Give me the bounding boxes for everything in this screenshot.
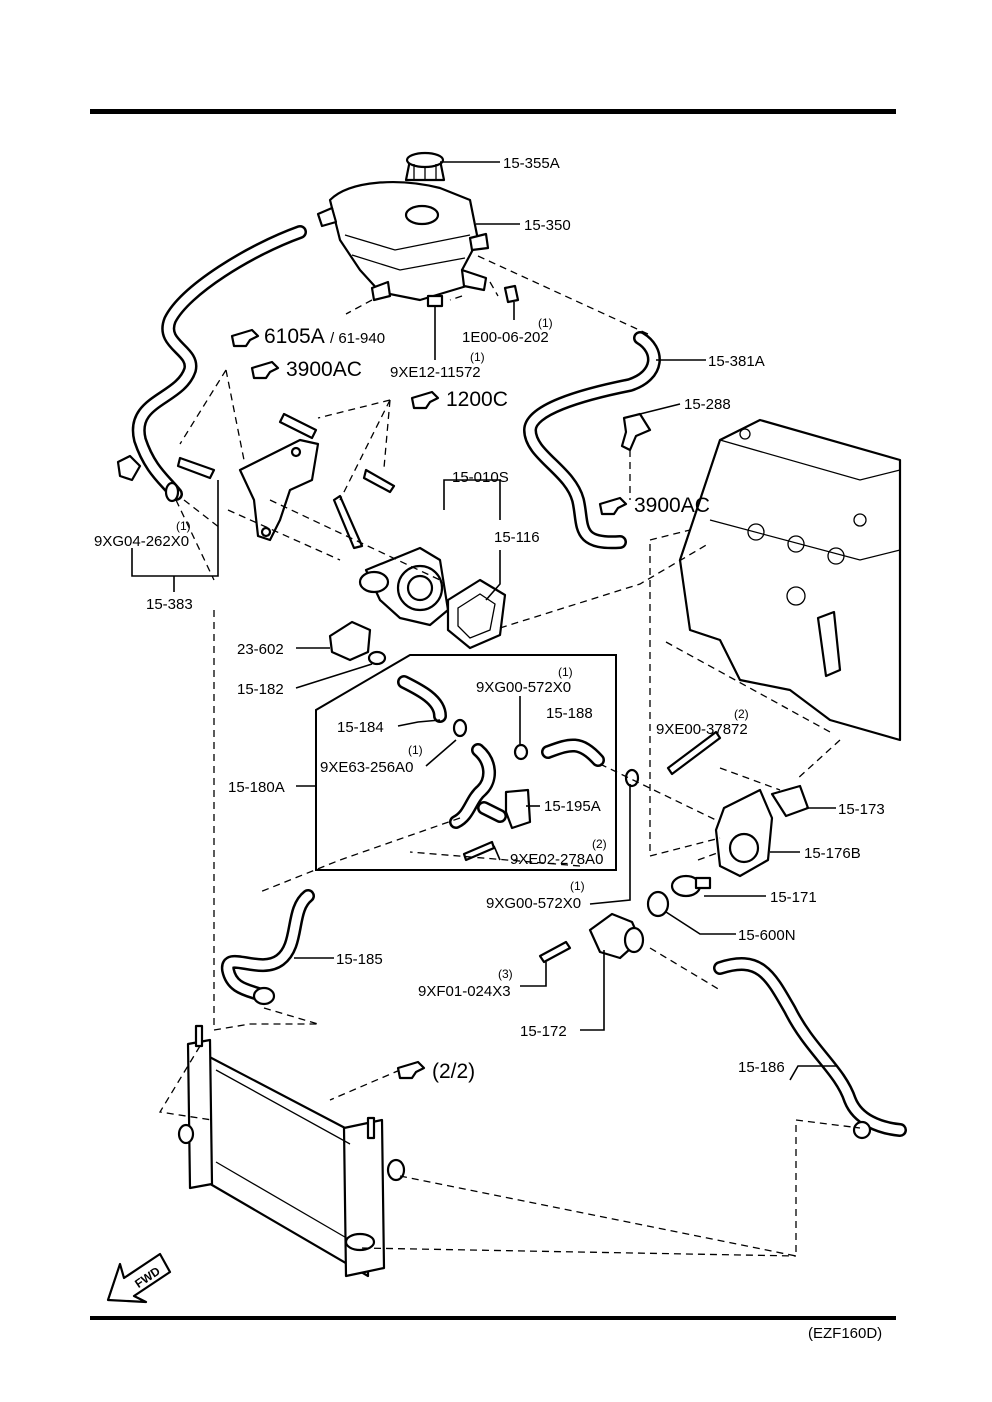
coolant-reservoir: [316, 181, 490, 302]
qty-9XE63-256A0: (1): [408, 743, 423, 757]
hose-15-381A: [523, 331, 661, 550]
label-15-381A: 15-381A: [708, 353, 765, 370]
radiator: [177, 1024, 406, 1278]
top-rule: [90, 109, 896, 114]
hose-15-185: [220, 889, 315, 1003]
hose-15-186: [713, 957, 907, 1137]
label-9XG00-572X0-b: 9XG00-572X0: [486, 895, 581, 912]
label-23-602: 23-602: [237, 641, 284, 658]
ref-label-2-2: (2/2): [432, 1060, 475, 1083]
qty-9XG04-262X0: (1): [176, 519, 191, 533]
pointing-hand-icon: [410, 390, 440, 410]
label-15-180A: 15-180A: [228, 779, 285, 796]
qty-9XE12-11572: (1): [470, 350, 485, 364]
hose-15-184: [397, 675, 447, 723]
qty-9XE00-37872: (2): [734, 707, 749, 721]
ref-label-3900AC-b: 3900AC: [634, 494, 710, 517]
ref-3900AC-a: 3900AC: [250, 358, 362, 381]
label-15-186: 15-186: [738, 1059, 785, 1076]
qty-9XE02-278A0: (2): [592, 837, 607, 851]
water-pump-gasket: [446, 578, 507, 650]
hose-clamps: [164, 481, 872, 1140]
pointing-hand-icon: [598, 496, 628, 516]
thermostat: [670, 874, 712, 898]
water-pump: [358, 546, 450, 627]
ref-label-6105A: 6105A: [264, 325, 325, 348]
label-15-010S: 15-010S: [452, 469, 509, 486]
label-15-195A: 15-195A: [544, 798, 601, 815]
reservoir-cap: [404, 151, 446, 182]
ref-2-2: (2/2): [396, 1060, 475, 1083]
label-15-173: 15-173: [838, 801, 885, 818]
pointing-hand-icon: [250, 360, 280, 380]
pointing-hand-icon: [230, 328, 260, 348]
hose-clip-15-288: [620, 412, 652, 452]
label-1E00-06-202: 1E00-06-202: [462, 329, 549, 346]
ref-label-3900AC-a: 3900AC: [286, 358, 362, 381]
label-9XG00-572X0-a: 9XG00-572X0: [476, 679, 571, 696]
label-9XE00-37872: 9XE00-37872: [656, 721, 748, 738]
label-9XG04-262X0: 9XG04-262X0: [94, 533, 189, 550]
label-15-188: 15-188: [546, 705, 593, 722]
bypass-plate: [504, 788, 532, 830]
qty-9XG00-572X0-a: (1): [558, 665, 573, 679]
label-9XE02-278A0: 9XE02-278A0: [510, 851, 603, 868]
figure-code: (EZF160D): [808, 1325, 882, 1342]
label-15-185: 15-185: [336, 951, 383, 968]
gasket-15-173: [770, 784, 810, 818]
hose-clip-9XG04: [116, 454, 142, 482]
label-15-176B: 15-176B: [804, 845, 861, 862]
label-15-600N: 15-600N: [738, 927, 796, 944]
group-box-15-180A: [315, 654, 617, 871]
pulley-cover-23-602: [328, 620, 372, 662]
qty-1E00-06-202: (1): [538, 316, 553, 330]
engine-block: [678, 418, 902, 742]
label-9XE12-11572: 9XE12-11572: [390, 364, 481, 381]
ref-label-61-940: / 61-940: [330, 330, 385, 347]
label-9XF01-024X3: 9XF01-024X3: [418, 983, 511, 1000]
qty-9XG00-572X0-b: (1): [570, 879, 585, 893]
label-15-116: 15-116: [494, 529, 540, 546]
hose-15-383: [131, 225, 307, 501]
label-15-355A: 15-355A: [503, 155, 560, 172]
label-9XE63-256A0: 9XE63-256A0: [320, 759, 413, 776]
thermostat-housing: [714, 788, 774, 878]
assembly-lines: [158, 255, 861, 1257]
hose-15-188: [541, 738, 605, 767]
label-15-383: 15-383: [146, 596, 193, 613]
label-15-350: 15-350: [524, 217, 571, 234]
ref-1200C: 1200C: [410, 388, 508, 411]
label-15-184: 15-184: [337, 719, 384, 736]
reservoir-bolt: [426, 294, 444, 360]
ref-6105A: 6105A / 61-940: [230, 325, 385, 348]
hose-clip-small: [503, 284, 520, 304]
forward-arrow-icon: FWD: [106, 1252, 172, 1304]
pipe-15-180A: [449, 743, 507, 829]
ref-label-1200C: 1200C: [446, 388, 508, 411]
leader-lines: [131, 161, 836, 1081]
bracket-bolts: [176, 412, 722, 964]
label-15-182: 15-182: [237, 681, 284, 698]
pointing-hand-icon: [396, 1060, 426, 1080]
bottom-rule: [90, 1316, 896, 1320]
ref-3900AC-b: 3900AC: [598, 494, 710, 517]
qty-9XF01-024X3: (3): [498, 967, 513, 981]
label-15-171: 15-171: [770, 889, 817, 906]
label-15-172: 15-172: [520, 1023, 567, 1040]
label-15-288: 15-288: [684, 396, 731, 413]
water-pump-bracket: [238, 438, 320, 542]
thermostat-cover: [588, 912, 645, 960]
